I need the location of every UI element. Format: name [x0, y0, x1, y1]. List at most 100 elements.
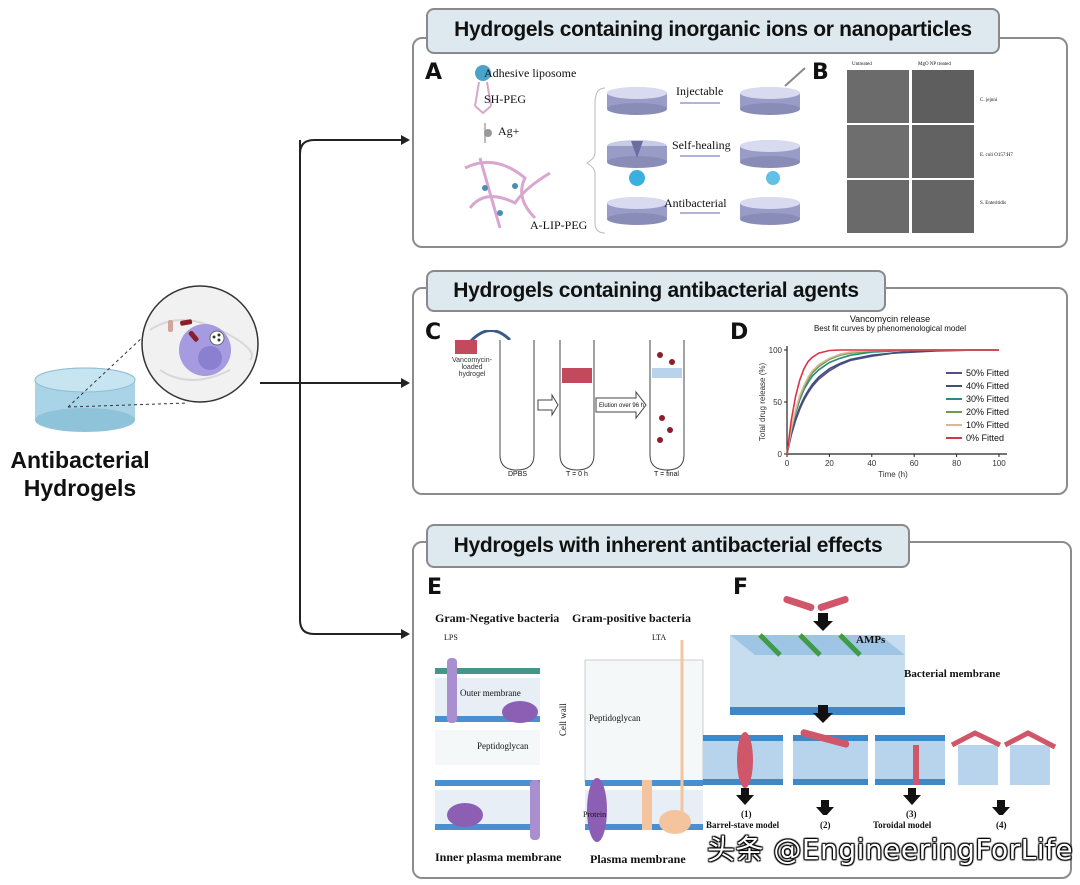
panel-b-sem-grid: [847, 70, 975, 233]
sem-image: [912, 70, 974, 123]
legend-item: 0% Fitted: [946, 433, 1004, 443]
label-sh-peg: SH-PEG: [484, 92, 527, 106]
amp-peptide: [783, 595, 815, 611]
legend-label: 50% Fitted: [966, 368, 1010, 378]
x-tick-label: 40: [867, 459, 876, 468]
down-arrow-icon: [813, 613, 833, 631]
y-tick-label: 50: [773, 398, 782, 407]
legend-item: 10% Fitted: [946, 420, 1009, 430]
label-gram-negative: Gram-Negative bacteria: [435, 611, 560, 625]
legend-label: 30% Fitted: [966, 394, 1010, 404]
hydrogel-disks: [607, 87, 800, 225]
panel-e-letter: E: [427, 575, 443, 600]
x-tick-label: 100: [992, 459, 1006, 468]
label-adhesive-liposome: Adhesive liposome: [484, 66, 577, 80]
sem-row-label-1: C. jejuni: [980, 98, 998, 103]
panel-b-letter: B: [812, 60, 829, 85]
label-vancomycin-hydrogel: Vancomycin-loaded hydrogel: [452, 357, 492, 378]
x-tick-label: 0: [785, 459, 790, 468]
label-peptidoglycan-negative: Peptidoglycan: [477, 741, 529, 751]
legend-label: 20% Fitted: [966, 407, 1010, 417]
x-axis-label: Time (h): [878, 470, 908, 479]
label-peptidoglycan-positive: Peptidoglycan: [589, 713, 641, 723]
chart-title: Vancomycin release: [849, 314, 931, 324]
main-title-line1: Antibacterial: [10, 447, 150, 473]
label-antibacterial: Antibacterial: [664, 196, 727, 210]
panel-a-illustration: [464, 65, 806, 234]
amp-peptide: [817, 595, 849, 611]
panel-d-letter: D: [730, 320, 749, 345]
panel-c-illustration: [455, 330, 685, 471]
label-model-2-number: (2): [820, 820, 831, 830]
connector-arrows: [260, 135, 410, 639]
watermark: 头条 @EngineeringForLife: [707, 833, 1074, 866]
legend-item: 20% Fitted: [946, 407, 1009, 417]
label-model-3-name: Toroidal model: [873, 820, 932, 830]
label-elution: Elution over 96 h: [599, 403, 645, 409]
legend-label: 10% Fitted: [966, 420, 1010, 430]
label-model-4-number: (4): [996, 820, 1007, 830]
y-tick-label: 0: [778, 450, 783, 459]
label-injectable: Injectable: [676, 84, 724, 98]
legend-swatch: [946, 424, 962, 426]
x-tick-label: 60: [910, 459, 919, 468]
panel-e-membranes: [435, 640, 704, 842]
bacterial-membrane-block: [730, 633, 905, 715]
gram-positive-membranes: [584, 640, 704, 842]
sem-image: [847, 180, 909, 233]
panel-f-illustration: [703, 595, 1057, 815]
label-inner-plasma-membrane: Inner plasma membrane: [435, 850, 562, 864]
section-2-header: Hydrogels containing antibacterial agent…: [426, 270, 886, 312]
sem-col-header-untreated: Untreated: [852, 62, 872, 67]
label-lta: LTA: [652, 633, 667, 642]
chart-subtitle: Best fit curves by phenomenological mode…: [813, 324, 967, 333]
gram-negative-membranes: [435, 658, 540, 840]
label-dpbs: DPBS: [508, 471, 528, 478]
legend-swatch: [946, 437, 962, 439]
main-title-line2: Hydrogels: [23, 475, 137, 501]
panel-a-letter: A: [425, 60, 443, 85]
label-model-1-name: Barrel-stave model: [706, 820, 780, 830]
legend-label: 40% Fitted: [966, 381, 1010, 391]
label-gram-positive: Gram-positive bacteria: [572, 611, 691, 625]
legend-swatch: [946, 385, 962, 387]
section-3-header: Hydrogels with inherent antibacterial ef…: [426, 524, 910, 568]
sem-row-label-3: S. Enteritidis: [980, 201, 1007, 206]
bacterium-icon: [629, 170, 645, 186]
y-tick-label: 100: [769, 346, 783, 355]
label-model-3-number: (3): [906, 809, 917, 819]
mechanism-models: [703, 729, 1057, 788]
label-a-lip-peg: A-LIP-PEG: [530, 218, 588, 232]
legend-label: 0% Fitted: [966, 433, 1005, 443]
arrow-to-section-1: [299, 139, 408, 155]
panel-f-letter: F: [733, 575, 749, 600]
sem-image: [847, 70, 909, 123]
x-tick-label: 80: [952, 459, 961, 468]
label-lps: LPS: [444, 633, 458, 642]
x-tick-label: 20: [825, 459, 834, 468]
legend-item: 40% Fitted: [946, 381, 1009, 391]
label-amps: AMPs: [856, 634, 886, 646]
legend-swatch: [946, 398, 962, 400]
label-outer-membrane: Outer membrane: [460, 688, 521, 698]
sem-col-header-treated: MgO NP treated: [918, 62, 951, 67]
syringe-icon: [784, 67, 806, 87]
label-t0: T = 0 h: [566, 471, 588, 478]
panel-c-letter: C: [425, 320, 442, 345]
label-tfinal: T = final: [654, 471, 679, 478]
label-cell-wall: Cell wall: [558, 703, 568, 736]
label-protein: Protein: [583, 810, 607, 819]
series-line: [786, 349, 999, 455]
sem-image: [912, 125, 974, 178]
sem-row-label-2: E. coli O157:H7: [980, 153, 1013, 158]
label-self-healing: Self-healing: [672, 138, 731, 152]
y-axis-label: Total drug release (%): [758, 363, 767, 442]
test-tubes: [499, 340, 685, 471]
down-arrow-icon: [813, 705, 833, 723]
hydrogel-cylinder-illustration: [34, 285, 259, 432]
section-1-header: Hydrogels containing inorganic ions or n…: [426, 8, 1000, 54]
label-bacterial-membrane: Bacterial membrane: [904, 668, 1001, 680]
legend-item: 30% Fitted: [946, 394, 1009, 404]
label-model-1-number: (1): [741, 809, 752, 819]
